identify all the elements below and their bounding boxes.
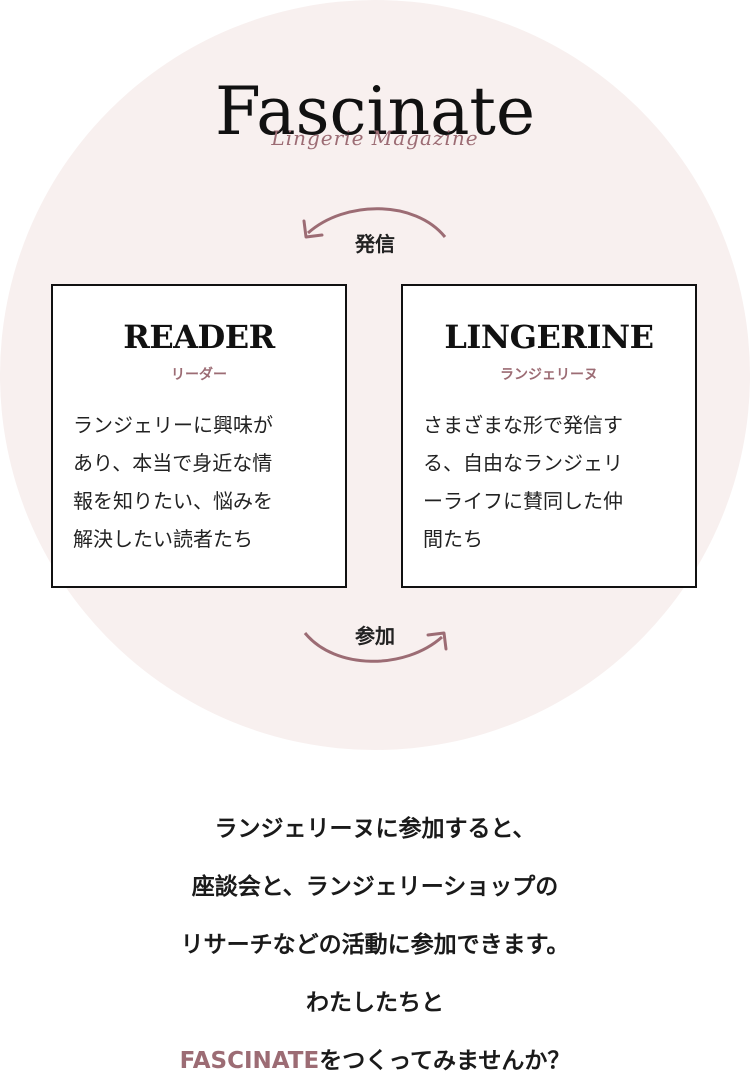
join-message: ランジェリーヌに参加すると、 座談会と、ランジェリーショップの リサーチなどの活…	[0, 800, 750, 1090]
reader-description: ランジェリーに興味が あり、本当で身近な情 報を知りたい、悩みを 解決したい読者…	[73, 406, 325, 558]
cycle-arrow-top-icon	[302, 207, 447, 239]
reader-line: 報を知りたい、悩みを	[73, 489, 273, 513]
reader-line: あり、本当で身近な情	[73, 451, 273, 475]
fascinate-accent: FASCINATE	[179, 1048, 320, 1074]
lingerine-description: さまざまな形で発信す る、自由なランジェリ ーライフに賛同した仲 間たち	[423, 406, 675, 558]
logo-subtitle: Lingerie Magazine	[271, 126, 479, 150]
message-line: わたしたちと	[306, 990, 444, 1016]
logo-title: Fascinate	[214, 73, 536, 150]
lingerine-subtitle: ランジェリーヌ	[500, 367, 598, 383]
message-line: 座談会と、ランジェリーショップの	[191, 874, 559, 900]
lingerine-card: LINGERINE ランジェリーヌ さまざまな形で発信す る、自由なランジェリ …	[401, 284, 697, 588]
message-line: ランジェリーヌに参加すると、	[214, 816, 536, 842]
reader-card: READER リーダー ランジェリーに興味が あり、本当で身近な情 報を知りたい…	[51, 284, 347, 588]
message-line-final: FASCINATEをつくってみませんか？	[0, 1032, 750, 1090]
reader-title: READER	[123, 318, 275, 356]
reader-subtitle: リーダー	[171, 367, 227, 383]
logo: Fascinate Lingerie Magazine	[0, 70, 750, 160]
lingerine-line: さまざまな形で発信す	[423, 413, 623, 437]
message-line-rest: をつくってみませんか？	[319, 1048, 571, 1074]
lingerine-title: LINGERINE	[444, 318, 654, 356]
lingerine-line: 間たち	[423, 527, 483, 551]
lingerine-line: ーライフに賛同した仲	[423, 489, 623, 513]
cycle-label-top: 発信	[355, 232, 395, 256]
cycle-label-bottom: 参加	[355, 624, 395, 648]
lingerine-line: る、自由なランジェリ	[423, 451, 623, 475]
message-line: リサーチなどの活動に参加できます。	[180, 932, 570, 958]
reader-line: ランジェリーに興味が	[73, 413, 273, 437]
cycle-arrow-bottom-icon	[303, 631, 448, 663]
reader-line: 解決したい読者たち	[73, 527, 253, 551]
